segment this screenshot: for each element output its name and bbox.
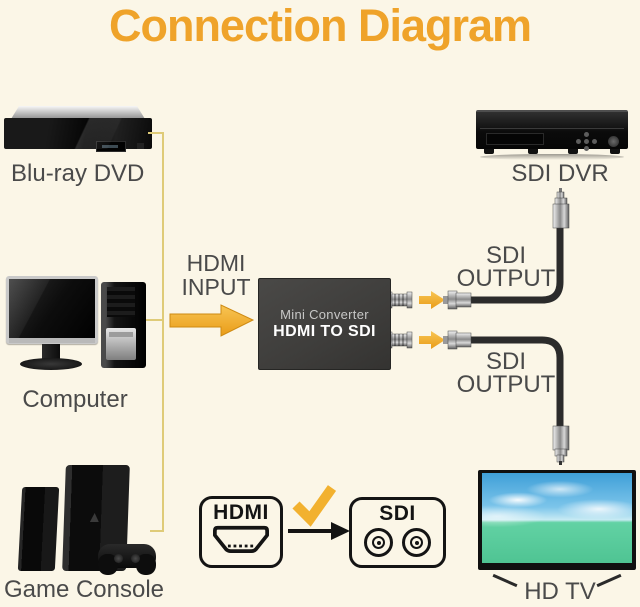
converter-name: Mini Converter (280, 307, 369, 322)
sdi-ports-icon (364, 528, 431, 557)
bluray-display (96, 141, 126, 152)
hdmi-input-line2: INPUT (181, 274, 251, 300)
game-console-label: Game Console (3, 576, 165, 603)
gamepad-grip-right (136, 554, 156, 575)
dvr-button (576, 139, 581, 144)
bluray-top-panel (11, 106, 145, 119)
pc-tower (101, 282, 146, 368)
monitor-screen (9, 279, 95, 341)
tv-screen (482, 473, 632, 563)
gamepad-stick-right (131, 554, 140, 563)
sdi-badge: SDI (349, 497, 446, 568)
hdmi-input-line1: HDMI (186, 250, 246, 276)
right-arrow-icon (288, 522, 350, 540)
sdi-output-top-label: SDI OUTPUT (450, 242, 562, 292)
bluray-body (4, 118, 152, 152)
hdmi-badge: HDMI (199, 496, 283, 568)
sdi-output-bottom-label: SDI OUTPUT (450, 348, 562, 398)
gamepad (98, 542, 156, 575)
sdi-badge-label: SDI (379, 502, 416, 525)
sdi-output-bottom-line2: OUTPUT (456, 371, 556, 398)
hd-tv-label: HD TV (524, 578, 596, 605)
sdi-dvr-label: SDI DVR (511, 160, 609, 187)
monitor-stand (42, 344, 60, 360)
converter-box: Mini Converter HDMI TO SDI (258, 278, 391, 370)
dvr-body (476, 110, 628, 151)
hdmi-badge-label: HDMI (213, 501, 269, 524)
bnc-port-icon (402, 528, 431, 557)
dvr-foot (610, 149, 620, 154)
hdmi-input-label: HDMI INPUT (170, 251, 262, 299)
sdi-output-arrow-2-icon (419, 331, 445, 349)
checkmark-icon (292, 485, 337, 527)
page-title: Connection Diagram (108, 0, 532, 51)
bluray-player-image (4, 104, 152, 158)
hd-tv-image (478, 466, 636, 588)
gamepad-stick-left (114, 554, 123, 563)
tower-front-panel (106, 328, 136, 360)
converter-model: HDMI TO SDI (273, 323, 376, 340)
game-console-image (6, 460, 156, 576)
monitor (6, 276, 98, 344)
sdi-output-top-line1: SDI (485, 242, 526, 269)
sdi-output-arrow-1-icon (419, 291, 445, 309)
dvr-button (584, 139, 589, 144)
bluray-label: Blu-ray DVD (11, 160, 145, 187)
dvr-disc-slot (486, 133, 544, 145)
dvr-button (584, 146, 589, 151)
converter-bnc-output-1-icon (387, 291, 413, 309)
dvr-button (592, 139, 597, 144)
dvr-knob (608, 136, 619, 147)
computer-image (4, 272, 146, 372)
dvr-foot (568, 149, 578, 154)
hdmi-port-icon (213, 525, 269, 553)
dvr-foot (484, 149, 494, 154)
sdi-output-top-line2: OUTPUT (456, 265, 556, 292)
converter-bnc-output-2-icon (387, 331, 413, 349)
monitor-base (20, 358, 82, 370)
dvr-button (584, 132, 589, 137)
hdmi-input-arrow-icon (169, 304, 255, 337)
bluray-button (137, 143, 144, 149)
dvr-foot (528, 149, 538, 154)
gamepad-grip-left (98, 554, 118, 575)
sdi-dvr-image (476, 108, 628, 160)
dvr-seam (480, 128, 624, 129)
dvr-reflection (480, 154, 624, 160)
console-unit-small (17, 487, 60, 571)
tower-vents (107, 287, 135, 317)
monitor-chin (9, 338, 95, 343)
computer-label: Computer (22, 386, 128, 413)
sdi-output-bottom-line1: SDI (485, 348, 526, 375)
bnc-port-icon (364, 528, 393, 557)
